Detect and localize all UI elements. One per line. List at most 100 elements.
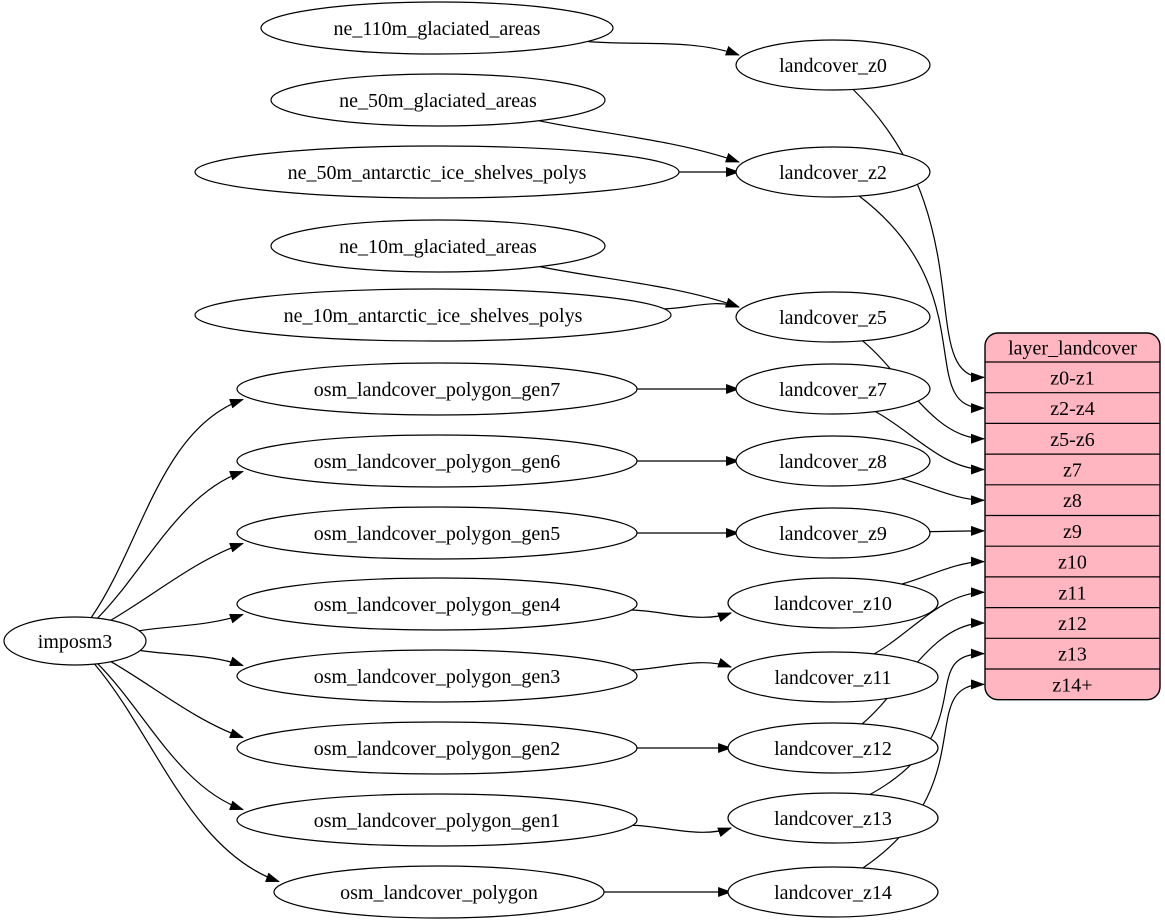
node-label-landcover_z0: landcover_z0 xyxy=(779,55,887,77)
record-row-z5-z6: z5-z6 xyxy=(1050,429,1094,451)
edge-imposm3-to-osm_landcover_polygon xyxy=(94,663,280,883)
edge-osm_landcover_polygon_gen4-to-landcover_z10 xyxy=(631,609,733,623)
node-ellipse-ne_10m_antarctic_ice_shelves_polys xyxy=(194,288,672,342)
edge-landcover_z9-to-row-z9 xyxy=(929,525,985,536)
node-ellipse-landcover_z9 xyxy=(735,507,931,559)
node-ne_10m_antarctic_ice_shelves_polys: ne_10m_antarctic_ice_shelves_polys xyxy=(194,288,672,342)
record-row-z12: z12 xyxy=(1058,613,1087,635)
node-landcover_z8: landcover_z8 xyxy=(735,435,931,487)
node-ellipse-landcover_z8 xyxy=(735,435,931,487)
edge-ne_10m_glaciated_areas-to-landcover_z5 xyxy=(539,266,740,308)
node-ellipse-ne_50m_glaciated_areas xyxy=(270,73,606,127)
record-layer: layer_landcoverz0-z1z2-z4z5-z6z7z8z9z10z… xyxy=(984,332,1161,701)
node-ellipse-landcover_z11 xyxy=(727,651,939,703)
node-osm_landcover_polygon_gen4: osm_landcover_polygon_gen4 xyxy=(236,577,638,631)
node-label-ne_10m_glaciated_areas: ne_10m_glaciated_areas xyxy=(339,236,537,258)
node-label-osm_landcover_polygon_gen6: osm_landcover_polygon_gen6 xyxy=(314,451,561,473)
record-row-z2-z4: z2-z4 xyxy=(1050,398,1094,420)
node-label-ne_10m_antarctic_ice_shelves_polys: ne_10m_antarctic_ice_shelves_polys xyxy=(284,305,583,327)
node-ellipse-osm_landcover_polygon_gen1 xyxy=(236,793,638,847)
node-label-landcover_z8: landcover_z8 xyxy=(779,451,887,473)
node-ne_110m_glaciated_areas: ne_110m_glaciated_areas xyxy=(260,1,614,55)
record-row-z13: z13 xyxy=(1058,644,1087,666)
node-osm_landcover_polygon_gen5: osm_landcover_polygon_gen5 xyxy=(236,506,638,560)
edge-ne_50m_glaciated_areas-to-landcover_z2 xyxy=(538,120,740,163)
node-ellipse-imposm3 xyxy=(3,616,147,666)
node-ellipse-osm_landcover_polygon_gen6 xyxy=(236,434,638,488)
node-landcover_z13: landcover_z13 xyxy=(727,792,939,844)
record-row-z0-z1: z0-z1 xyxy=(1050,367,1094,389)
node-osm_landcover_polygon_gen6: osm_landcover_polygon_gen6 xyxy=(236,434,638,488)
node-label-landcover_z10: landcover_z10 xyxy=(774,593,892,615)
node-label-landcover_z11: landcover_z11 xyxy=(775,667,892,689)
node-label-osm_landcover_polygon_gen5: osm_landcover_polygon_gen5 xyxy=(314,523,561,545)
node-label-landcover_z2: landcover_z2 xyxy=(779,162,887,184)
node-osm_landcover_polygon: osm_landcover_polygon xyxy=(273,865,605,919)
edge-imposm3-to-osm_landcover_polygon_gen7 xyxy=(90,398,244,618)
edge-osm_landcover_polygon_gen3-to-landcover_z11 xyxy=(631,657,733,671)
node-landcover_z9: landcover_z9 xyxy=(735,507,931,559)
edge-layer xyxy=(90,40,985,897)
node-landcover_z0: landcover_z0 xyxy=(735,39,931,91)
node-landcover_z2: landcover_z2 xyxy=(735,146,931,198)
node-ellipse-osm_landcover_polygon_gen2 xyxy=(236,721,638,775)
node-landcover_z14: landcover_z14 xyxy=(727,866,939,918)
edge-landcover_z8-to-row-z8 xyxy=(901,478,985,506)
node-ellipse-ne_50m_antarctic_ice_shelves_polys xyxy=(194,145,680,199)
edge-landcover_z11-to-row-z11 xyxy=(873,587,985,655)
node-label-osm_landcover_polygon_gen1: osm_landcover_polygon_gen1 xyxy=(314,810,561,832)
record-row-z14+: z14+ xyxy=(1052,674,1092,696)
node-ellipse-landcover_z2 xyxy=(735,146,931,198)
node-ellipse-landcover_z5 xyxy=(735,291,931,343)
node-imposm3: imposm3 xyxy=(3,616,147,666)
node-label-osm_landcover_polygon: osm_landcover_polygon xyxy=(340,882,538,904)
node-label-ne_50m_glaciated_areas: ne_50m_glaciated_areas xyxy=(339,90,537,112)
node-landcover_z7: landcover_z7 xyxy=(735,363,931,415)
edge-landcover_z0-to-row-z0-z1 xyxy=(852,89,985,383)
node-label-osm_landcover_polygon_gen7: osm_landcover_polygon_gen7 xyxy=(314,379,561,401)
node-landcover_z5: landcover_z5 xyxy=(735,291,931,343)
node-landcover_z12: landcover_z12 xyxy=(727,722,939,774)
node-ellipse-osm_landcover_polygon xyxy=(273,865,605,919)
node-ellipse-osm_landcover_polygon_gen3 xyxy=(236,649,638,703)
node-ellipse-landcover_z14 xyxy=(727,866,939,918)
record-row-z8: z8 xyxy=(1063,490,1082,512)
node-landcover_z11: landcover_z11 xyxy=(727,651,939,703)
node-ellipse-landcover_z13 xyxy=(727,792,939,844)
node-label-landcover_z14: landcover_z14 xyxy=(774,882,892,904)
node-ellipse-landcover_z10 xyxy=(727,577,939,629)
node-label-ne_110m_glaciated_areas: ne_110m_glaciated_areas xyxy=(334,18,541,40)
node-label-landcover_z13: landcover_z13 xyxy=(774,808,892,830)
node-label-landcover_z9: landcover_z9 xyxy=(779,523,887,545)
node-label-landcover_z5: landcover_z5 xyxy=(779,307,887,329)
edge-landcover_z13-to-row-z13 xyxy=(869,648,985,796)
record-title: layer_landcover xyxy=(1008,338,1137,360)
node-label-imposm3: imposm3 xyxy=(38,631,112,653)
record-row-z9: z9 xyxy=(1063,521,1082,543)
edge-ne_110m_glaciated_areas-to-landcover_z0 xyxy=(587,40,740,56)
node-label-landcover_z7: landcover_z7 xyxy=(779,379,887,401)
edge-landcover_z10-to-row-z10 xyxy=(901,556,985,585)
record-row-z11: z11 xyxy=(1058,582,1086,604)
edge-landcover_z7-to-row-z7 xyxy=(874,410,985,475)
node-ellipse-osm_landcover_polygon_gen4 xyxy=(236,577,638,631)
node-osm_landcover_polygon_gen7: osm_landcover_polygon_gen7 xyxy=(236,362,638,416)
edge-landcover_z5-to-row-z5-z6 xyxy=(862,340,985,444)
edge-ne_10m_antarctic_ice_shelves_polys-to-landcover_z5 xyxy=(664,297,740,310)
node-layer_landcover: layer_landcoverz0-z1z2-z4z5-z6z7z8z9z10z… xyxy=(984,332,1161,701)
node-label-landcover_z12: landcover_z12 xyxy=(774,738,892,760)
node-ellipse-landcover_z0 xyxy=(735,39,931,91)
node-ellipse-ne_10m_glaciated_areas xyxy=(270,219,606,273)
node-ne_10m_glaciated_areas: ne_10m_glaciated_areas xyxy=(270,219,606,273)
node-osm_landcover_polygon_gen1: osm_landcover_polygon_gen1 xyxy=(236,793,638,847)
node-ellipse-osm_landcover_polygon_gen7 xyxy=(236,362,638,416)
node-osm_landcover_polygon_gen2: osm_landcover_polygon_gen2 xyxy=(236,721,638,775)
edge-imposm3-to-osm_landcover_polygon_gen3 xyxy=(140,649,244,667)
node-landcover_z10: landcover_z10 xyxy=(727,577,939,629)
node-ellipse-landcover_z7 xyxy=(735,363,931,415)
edge-imposm3-to-osm_landcover_polygon_gen4 xyxy=(139,613,244,632)
node-label-ne_50m_antarctic_ice_shelves_polys: ne_50m_antarctic_ice_shelves_polys xyxy=(288,162,587,184)
node-label-osm_landcover_polygon_gen3: osm_landcover_polygon_gen3 xyxy=(314,666,561,688)
